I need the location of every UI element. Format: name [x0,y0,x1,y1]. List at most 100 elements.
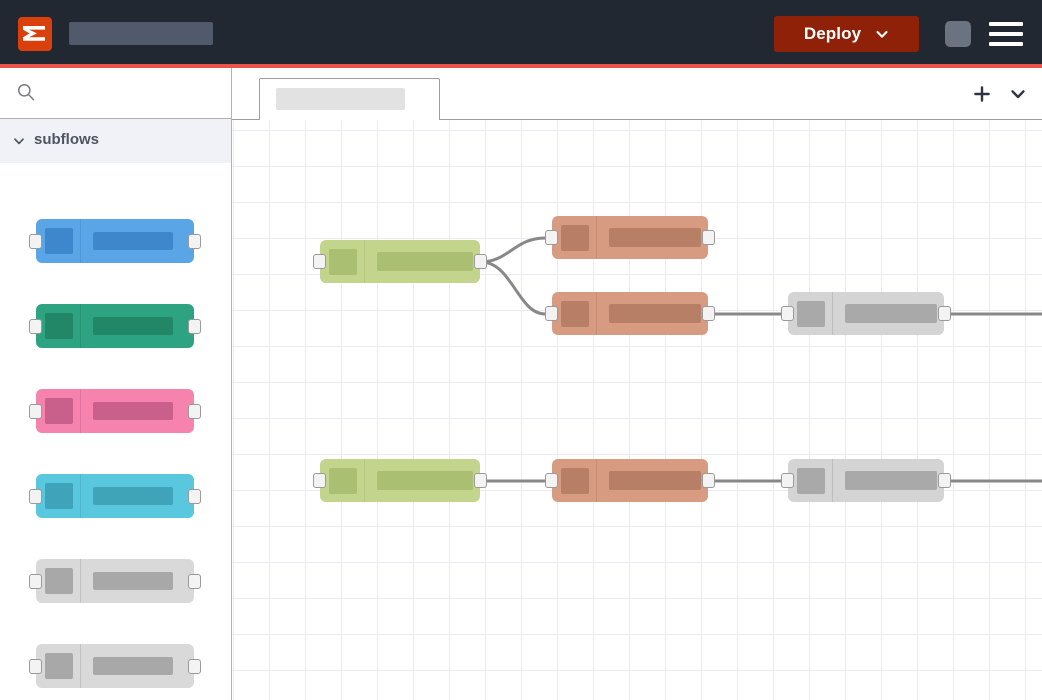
flow-tabbar [232,68,1042,120]
logo-mark-icon [23,26,45,41]
node-port-out[interactable] [474,473,487,488]
palette-node-port-out[interactable] [188,319,201,334]
palette-node-port-out[interactable] [188,489,201,504]
node-divider [364,240,365,283]
app-header: Deploy [0,0,1042,64]
wire-green-to-salmon-top[interactable] [480,236,546,264]
palette-node-divider [80,219,81,263]
palette-node-label [93,402,173,420]
node-red-logo[interactable] [18,17,52,51]
palette-node-icon [45,313,73,339]
node-port-out[interactable] [702,306,715,321]
flow-tab-active[interactable] [259,78,440,120]
palette-node-divider [80,644,81,688]
node-port-in[interactable] [313,254,326,269]
node-salmon-mid[interactable] [545,292,715,335]
node-port-in[interactable] [545,473,558,488]
node-label [845,304,937,323]
node-port-out[interactable] [938,473,951,488]
node-label [845,471,937,490]
palette-node-blue[interactable] [29,219,201,263]
palette-node-grey-2[interactable] [29,644,201,688]
node-grey-mid[interactable] [781,292,951,335]
wire-green-to-salmon-mid[interactable] [480,260,546,316]
palette-node-icon [45,398,73,424]
palette-node-port-in[interactable] [29,574,42,589]
palette-node-port-out[interactable] [188,659,201,674]
node-icon [329,249,357,275]
palette-node-port-in[interactable] [29,319,42,334]
palette-node-port-in[interactable] [29,659,42,674]
node-salmon-bottom[interactable] [545,459,715,502]
node-divider [596,216,597,259]
palette-node-port-out[interactable] [188,404,201,419]
header-accent-bar [0,64,1042,68]
chevron-down-icon[interactable] [1008,84,1028,104]
palette-node-divider [80,559,81,603]
node-port-out[interactable] [938,306,951,321]
node-green-top[interactable] [313,240,487,283]
node-port-in[interactable] [781,306,794,321]
palette-node-port-in[interactable] [29,404,42,419]
palette-node-grey-1[interactable] [29,559,201,603]
palette-node-label [93,317,173,335]
node-label [377,471,473,490]
palette-node-label [93,657,173,675]
node-port-out[interactable] [474,254,487,269]
palette-search-row[interactable] [0,68,231,119]
palette-sidebar: subflows [0,68,232,700]
palette-node-icon [45,483,73,509]
user-avatar-square[interactable] [945,21,971,47]
palette-node-icon [45,228,73,254]
node-divider [596,292,597,335]
search-icon [17,83,35,101]
palette-node-port-in[interactable] [29,489,42,504]
node-salmon-top[interactable] [545,216,715,259]
palette-node-label [93,232,173,250]
palette-node-port-out[interactable] [188,234,201,249]
node-port-in[interactable] [313,473,326,488]
node-port-out[interactable] [702,230,715,245]
node-divider [832,459,833,502]
node-icon [797,301,825,327]
palette-node-label [93,572,173,590]
hamburger-menu-icon[interactable] [989,21,1023,47]
palette-node-divider [80,474,81,518]
palette-node-label [93,487,173,505]
node-icon [561,468,589,494]
palette-node-divider [80,389,81,433]
node-green-bottom[interactable] [313,459,487,502]
palette-node-cyan[interactable] [29,474,201,518]
palette-node-icon [45,568,73,594]
tabbar-baseline [232,119,1042,120]
node-port-in[interactable] [545,306,558,321]
node-label [609,304,701,323]
flow-title-placeholder [69,22,213,45]
node-label [377,252,473,271]
flow-canvas[interactable] [232,120,1042,700]
palette-search-input[interactable] [42,81,216,99]
node-icon [329,468,357,494]
deploy-button[interactable]: Deploy [774,16,919,52]
node-icon [797,468,825,494]
node-port-in[interactable] [781,473,794,488]
node-icon [561,301,589,327]
palette-node-port-in[interactable] [29,234,42,249]
deploy-button-label: Deploy [803,24,862,43]
chevron-down-icon [876,30,888,38]
node-port-in[interactable] [545,230,558,245]
node-divider [596,459,597,502]
palette-node-icon [45,653,73,679]
palette-node-pink[interactable] [29,389,201,433]
flow-tab-label-placeholder [276,88,405,110]
node-icon [561,225,589,251]
palette-node-port-out[interactable] [188,574,201,589]
node-port-out[interactable] [702,473,715,488]
node-grey-bottom[interactable] [781,459,951,502]
palette-node-teal[interactable] [29,304,201,348]
node-label [609,471,701,490]
wire-layer [480,236,1042,483]
palette-category-subflows[interactable]: subflows [0,119,231,163]
plus-icon[interactable] [972,84,992,104]
